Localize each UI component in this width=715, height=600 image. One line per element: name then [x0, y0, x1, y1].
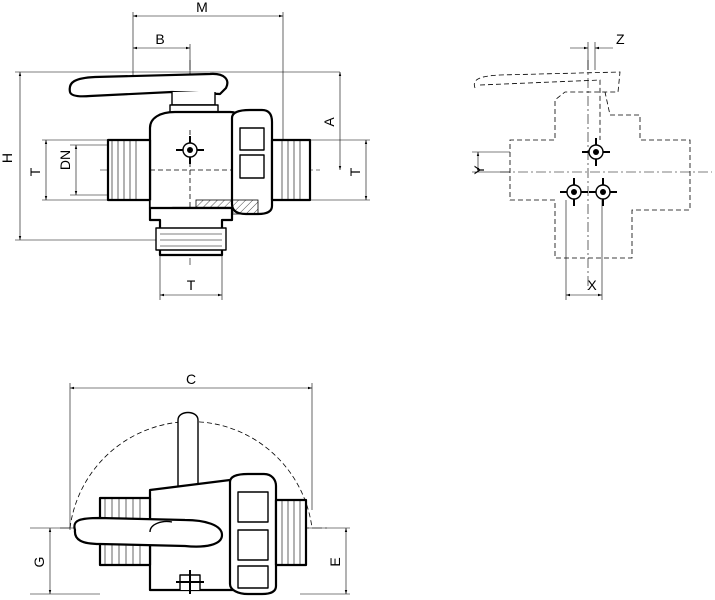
dim-label-DN: DN [57, 150, 73, 170]
dim-label-T-bottom: T [187, 277, 196, 293]
dim-label-B: B [155, 31, 164, 47]
dim-label-T-left: T [27, 167, 43, 176]
stop-screw-icon [176, 570, 204, 594]
side-view: Z Y X [471, 31, 712, 300]
dim-label-X: X [587, 277, 597, 293]
dim-label-Y: Y [471, 165, 487, 175]
dim-label-A: A [321, 117, 337, 127]
dim-label-T-right: T [347, 167, 363, 176]
dim-label-M: M [196, 0, 208, 15]
stop-screw-icon [560, 178, 588, 206]
dim-label-H: H [0, 153, 15, 163]
front-view: M B H T DN A T T [0, 0, 370, 300]
stop-screw-icon [582, 138, 610, 166]
dim-label-E: E [327, 557, 343, 566]
stop-screw-icon [176, 136, 204, 164]
dim-label-Z: Z [616, 31, 625, 47]
dim-label-C: C [186, 371, 196, 387]
dim-label-G: G [31, 557, 47, 568]
stop-screw-icon [589, 178, 617, 206]
top-view: C G E [30, 371, 350, 596]
